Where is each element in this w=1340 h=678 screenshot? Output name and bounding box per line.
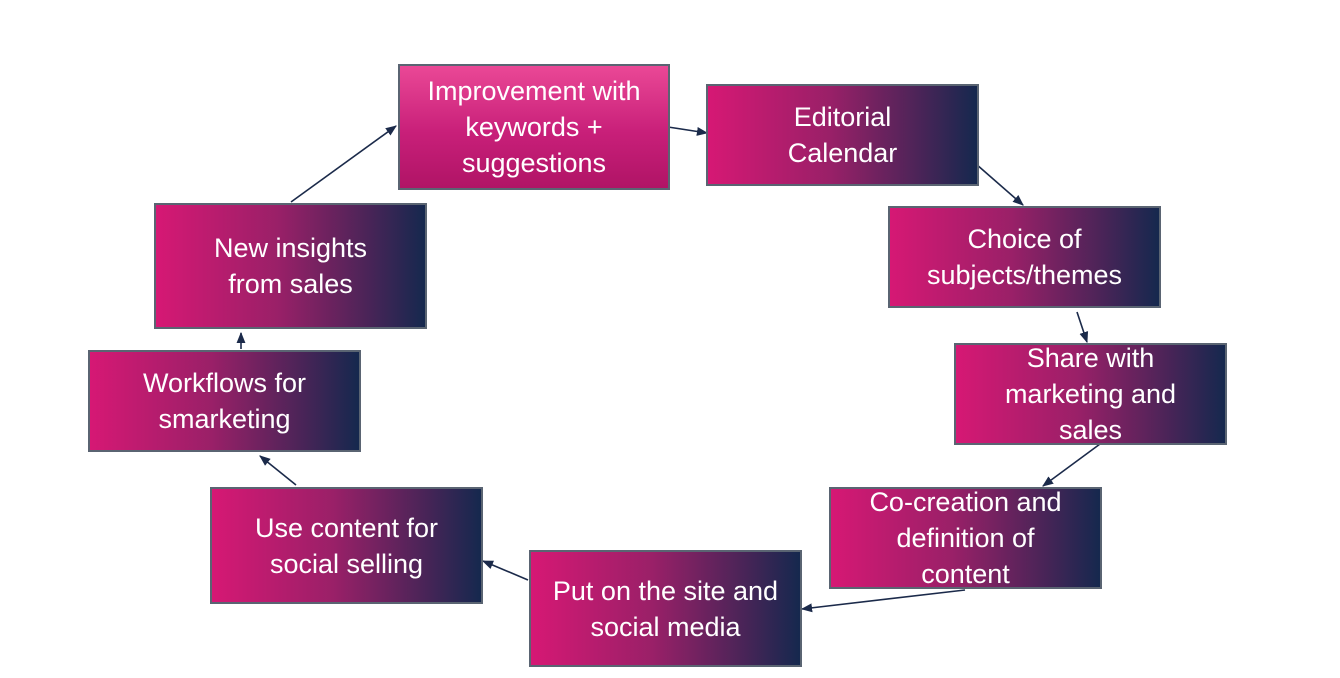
node-workflows-label: Workflows for smarketing (142, 368, 307, 434)
edge-arrow-editorial-calendar-to-choice-of-subjects (975, 163, 1024, 206)
node-use-content-label: Use content for social selling (254, 512, 439, 579)
node-choice-of-subjects-label: Choice of subjects/themes (926, 224, 1123, 290)
node-improvement-label: Improvement with keywords + suggestions (427, 76, 641, 178)
node-share-with-marketing: Share with marketing and sales (954, 343, 1227, 445)
node-co-creation: Co-creation and definition of content (829, 487, 1102, 589)
edge-arrow-choice-of-subjects-to-share-with-marketing (1076, 311, 1089, 344)
node-improvement: Improvement with keywords + suggestions (398, 64, 670, 190)
node-put-on-site-label: Put on the site and social media (552, 575, 779, 642)
node-editorial-calendar-label: Editorial Calendar (787, 102, 898, 168)
node-new-insights-label: New insights from sales (213, 233, 368, 299)
node-choice-of-subjects: Choice of subjects/themes (888, 206, 1161, 308)
edge-arrow-improvement-to-editorial-calendar (667, 126, 709, 136)
edge-arrow-share-with-marketing-to-co-creation (1042, 443, 1101, 487)
node-editorial-calendar: Editorial Calendar (706, 84, 979, 186)
node-workflows: Workflows for smarketing (88, 350, 361, 452)
node-put-on-site: Put on the site and social media (529, 550, 802, 667)
node-use-content: Use content for social selling (210, 487, 483, 604)
edge-arrow-new-insights-to-improvement (290, 125, 397, 203)
node-new-insights: New insights from sales (154, 203, 427, 329)
edge-arrow-use-content-to-workflows (259, 455, 297, 486)
node-share-with-marketing-label: Share with marketing and sales (1004, 343, 1177, 445)
node-co-creation-label: Co-creation and definition of content (869, 487, 1062, 589)
edge-arrow-put-on-site-to-use-content (481, 560, 529, 581)
edge-arrow-co-creation-to-put-on-site (800, 589, 966, 613)
